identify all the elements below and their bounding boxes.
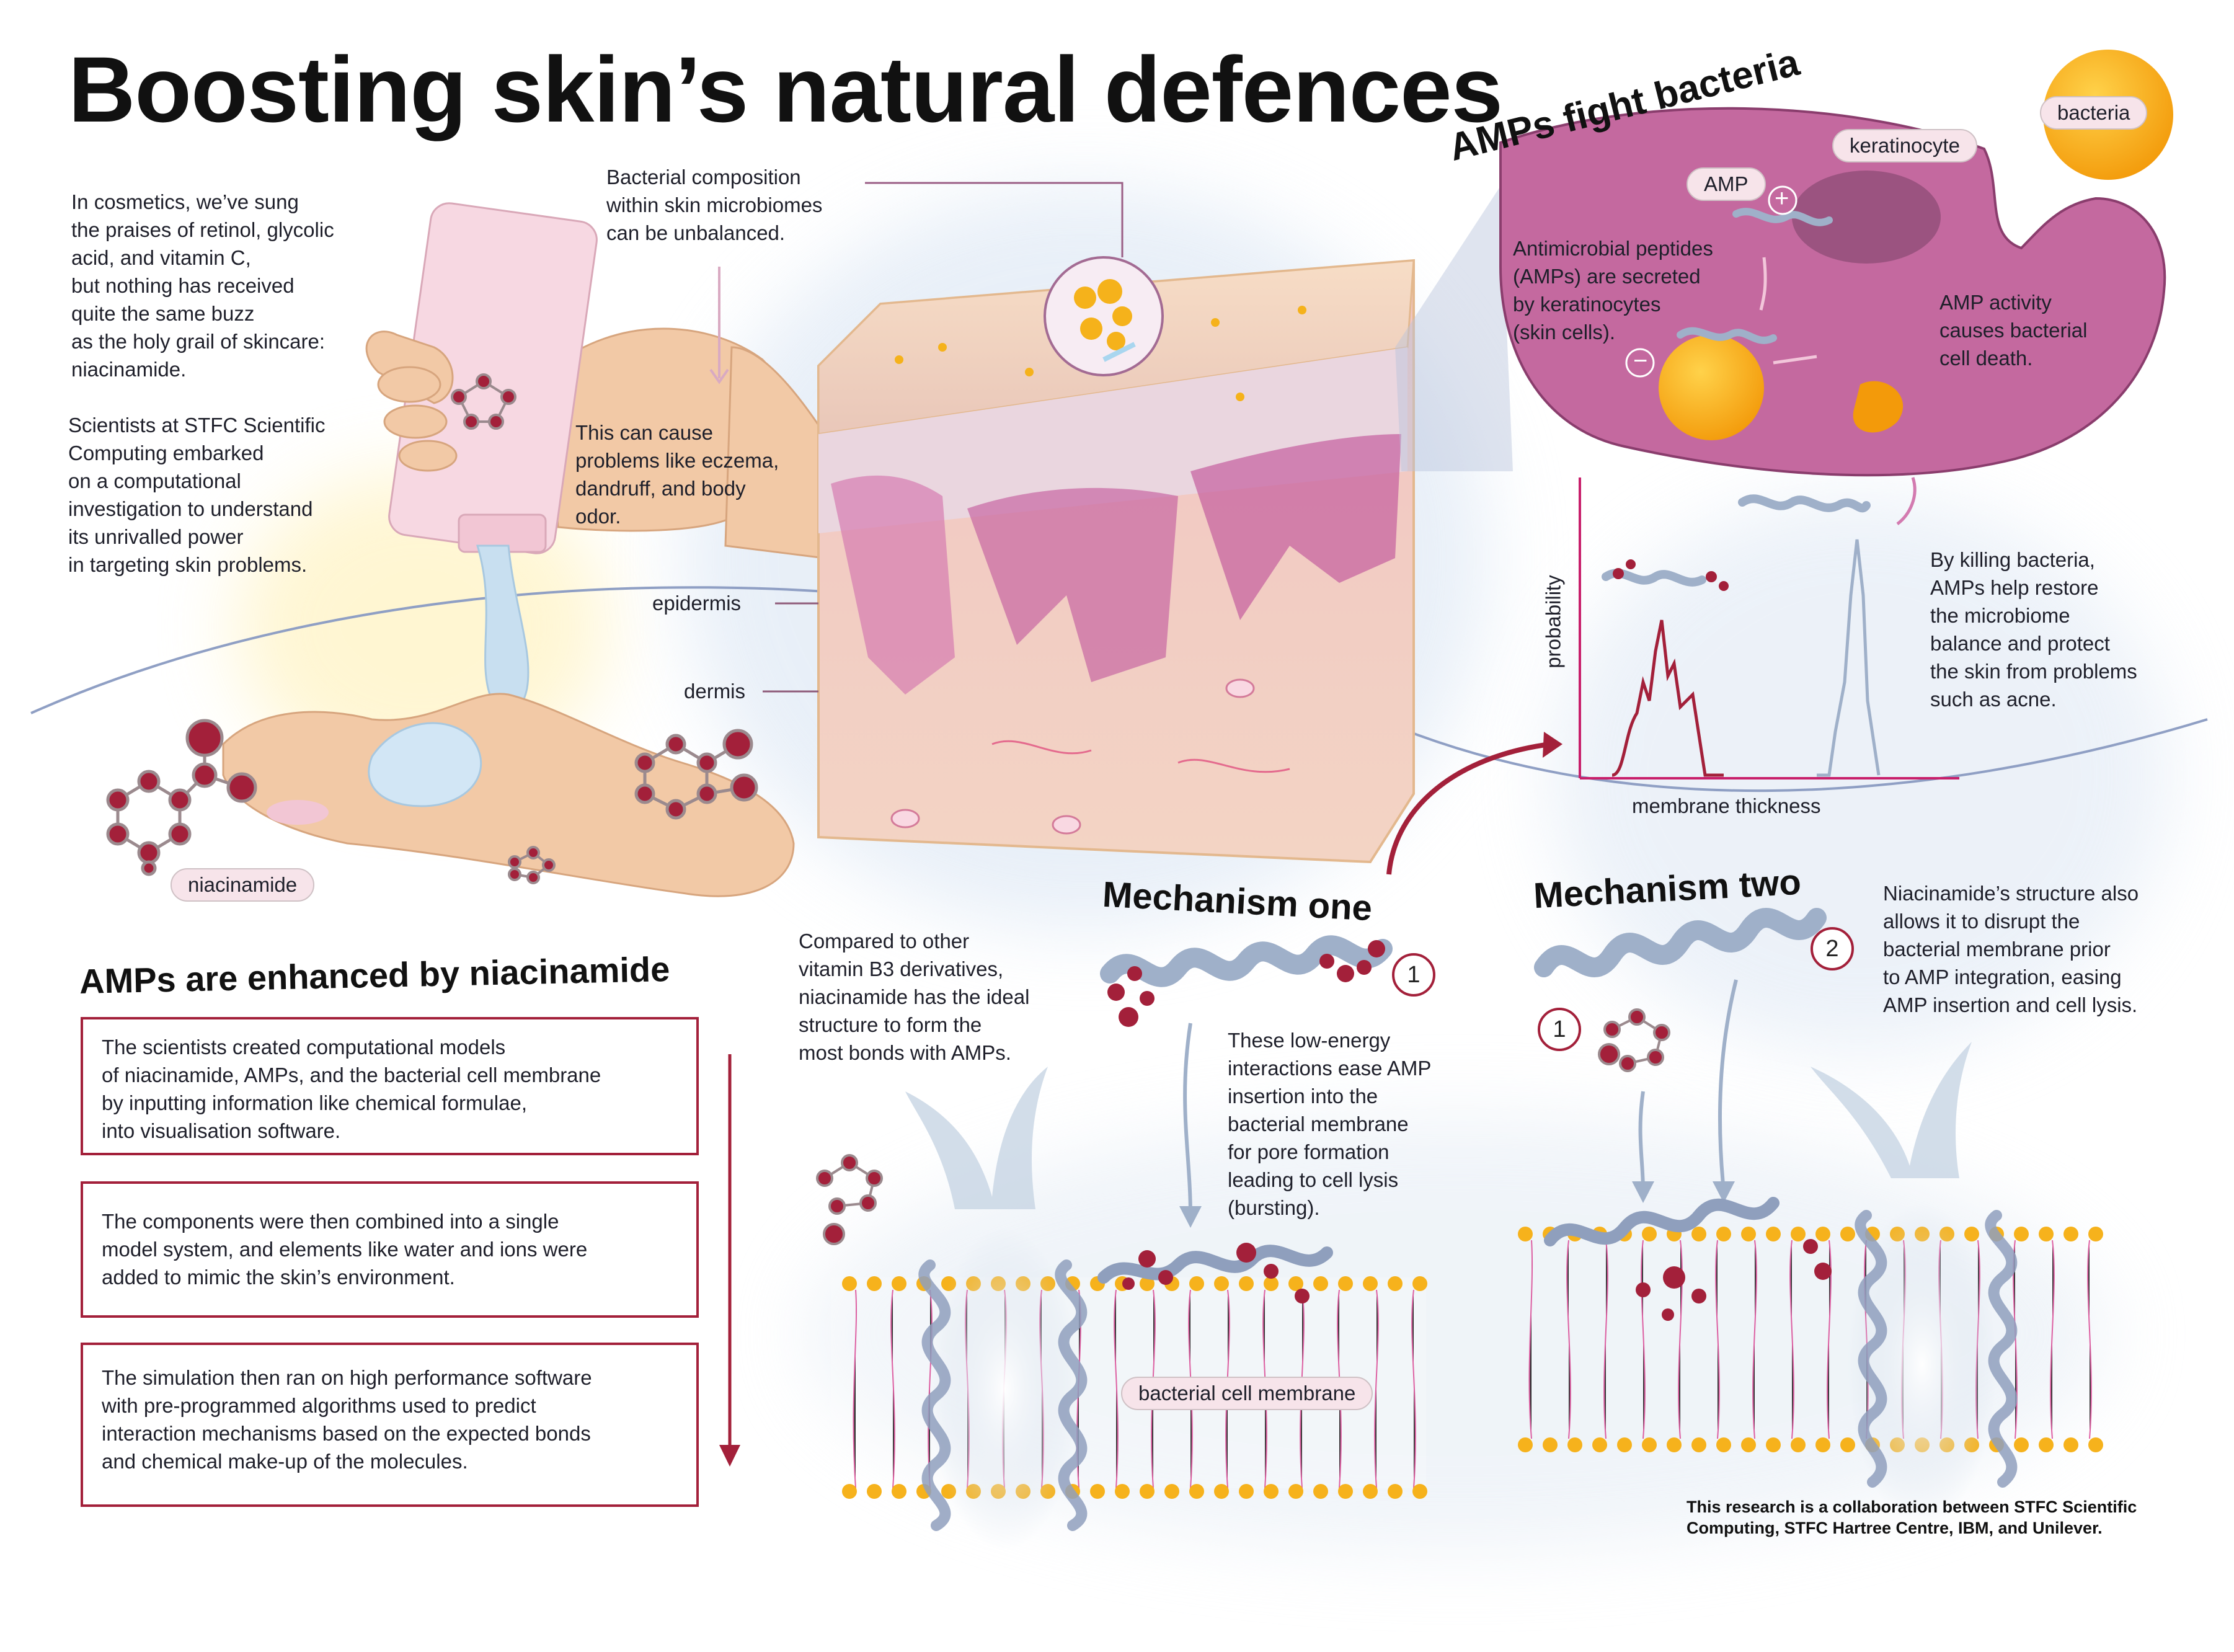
mechanism-two-arrow-right [1718, 979, 1738, 1191]
graph-y-axis-label: probability [1541, 575, 1565, 668]
amp-label-pill: AMP [1687, 167, 1766, 201]
graph-x-axis-label: membrane thickness [1632, 794, 1821, 817]
amps-secreted-text: Antimicrobial peptides(AMPs) are secrete… [1513, 237, 1713, 344]
plus-charge-symbol: + [1775, 185, 1789, 212]
niacinamide-molecule-bottle [451, 373, 516, 430]
mechanism-two-step-2-badge: 2 [1811, 927, 1854, 970]
membrane-label-pill: bacterial cell membrane [1121, 1377, 1373, 1410]
niacinamide-molecule-large [106, 719, 257, 876]
collaboration-credit: This research is a collaboration between… [1687, 1498, 2137, 1537]
niacinamide-molecule-right [634, 729, 758, 820]
dermis-label: dermis [684, 680, 746, 703]
step-box-3: The simulation then ran on high performa… [81, 1343, 699, 1507]
open-hand [222, 693, 795, 897]
niacinamide-molecule-mid [816, 1154, 883, 1245]
bacteria-label-pill: bacteria [2040, 96, 2148, 130]
niacinamide-label-pill: niacinamide [171, 868, 315, 902]
probability-graph [1579, 477, 1959, 779]
keratinocyte-label-pill: keratinocyte [1832, 129, 1977, 162]
mechanism-two-arrow-left [1638, 1091, 1645, 1191]
serum-stream [476, 544, 530, 711]
epidermis-label: epidermis [652, 592, 742, 615]
mechanism-one-niacinamide [1107, 940, 1385, 1027]
red-curved-arrow [1386, 742, 1551, 875]
mechanism-one-helix [1100, 935, 1393, 987]
step-box-2: The components were then combined into a… [81, 1181, 699, 1318]
minus-charge-symbol: − [1633, 347, 1648, 375]
bubble-connector-line [865, 182, 1124, 257]
zoom-cone [1395, 186, 1513, 471]
step-box-1: The scientists created computational mod… [81, 1017, 699, 1155]
niacinamide-molecule-small [508, 846, 556, 884]
mechanism-two-helix [1534, 908, 1827, 977]
mechanism-one-down-arrow [1183, 1023, 1192, 1216]
membrane-two [1518, 1042, 2103, 1525]
mechanism-two-niacinamide [1598, 1008, 1670, 1072]
mechanism-two-step-1-badge: 1 [1538, 1008, 1581, 1051]
mechanism-one-step-1-badge: 1 [1392, 953, 1435, 997]
page-title: Boosting skin’s natural defences [68, 37, 1503, 141]
skin-cross-section [817, 256, 1415, 864]
